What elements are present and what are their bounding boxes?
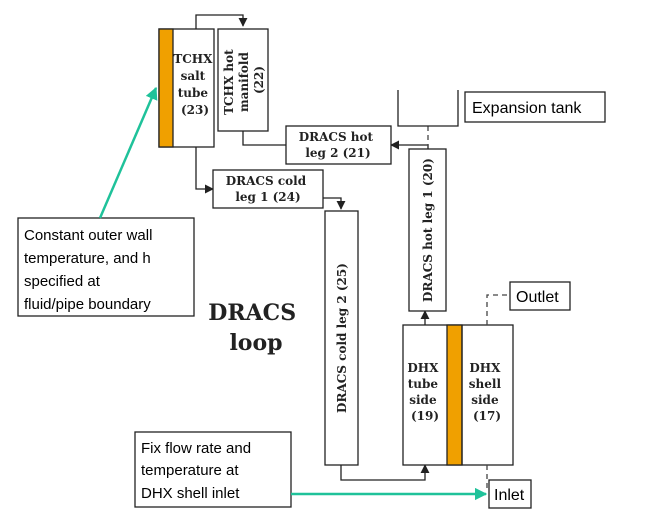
- dracs-cold-leg-1-label: DRACS cold leg 1 (24): [226, 174, 311, 204]
- dracs-cold-leg-2-box[interactable]: [324, 210, 359, 466]
- dracs-cold-leg-2-label: DRACS cold leg 2 (25): [335, 263, 349, 413]
- dhx-tube-wall: [446, 324, 463, 466]
- wall-bc-callout-box: [17, 217, 195, 317]
- dracs-cold-leg-1-line-1: DRACS cold: [226, 174, 307, 188]
- flow-bc-line-1: Fix flow rate and: [141, 440, 251, 457]
- dracs-hot-leg-1-label: DRACS hot leg 1 (20): [421, 158, 435, 302]
- dhx-shell-side-line-2: shell: [469, 377, 502, 391]
- tchx-salt-tube-wall: [158, 28, 174, 148]
- salt-tube-to-cold-leg-1-line: [195, 147, 214, 194]
- inlet-label: Inlet: [494, 487, 525, 504]
- tchx-hot-manifold-label: TCHX hot manifold (22): [222, 45, 266, 115]
- dhx-tube-side-line-1: DHX: [407, 361, 439, 375]
- dhx-shell-side-label: DHX shell side (17): [469, 361, 505, 423]
- dracs-hot-leg-2-line-2: leg 2 (21): [305, 146, 370, 160]
- wall-bc-line-3: specified at: [24, 273, 101, 290]
- inlet-label-box: [488, 479, 532, 509]
- tchx-top-connector: [195, 14, 248, 29]
- loop-connectors: [195, 14, 430, 481]
- tchx-hot-manifold-line-3: (22): [252, 66, 266, 94]
- tchx-hot-manifold-line-1: TCHX hot: [222, 49, 236, 115]
- tchx-salt-tube-line-3: tube: [178, 86, 209, 100]
- flow-bc-line-3: DHX shell inlet: [141, 485, 240, 502]
- loop-title-line-1: DRACS: [208, 300, 296, 326]
- tchx-salt-tube-line-2: salt: [181, 69, 206, 83]
- wall-bc-callout-text: Constant outer wall temperature, and h s…: [24, 227, 157, 313]
- dhx-tube-side-line-2: tube: [408, 377, 439, 391]
- expansion-tank-vessel: [397, 90, 459, 127]
- dracs-hot-leg-2-box[interactable]: [285, 125, 392, 165]
- cold-leg-2-to-dhx-line: [340, 464, 430, 481]
- expansion-tank-label: Expansion tank: [472, 100, 582, 117]
- dhx-shell-side-line-3: side: [471, 393, 499, 407]
- tchx-hot-manifold-line-2: manifold: [237, 52, 251, 112]
- tchx-salt-tube-label: TCHX salt tube (23): [173, 52, 216, 117]
- wall-bc-arrow: [98, 86, 158, 219]
- dracs-hot-leg-2-line-1: DRACS hot: [299, 130, 374, 144]
- outlet-label: Outlet: [516, 289, 559, 306]
- dracs-cold-leg-1-box[interactable]: [212, 169, 324, 209]
- loop-title: DRACS loop: [208, 300, 304, 356]
- dhx-tube-side-label: DHX tube side (19): [407, 361, 442, 423]
- dhx-shell-side-line-4: (17): [473, 409, 501, 423]
- wall-bc-line-1: Constant outer wall: [24, 227, 152, 244]
- dracs-hot-leg-2-label: DRACS hot leg 2 (21): [299, 130, 378, 160]
- tchx-salt-tube-line-4: (23): [181, 103, 209, 117]
- cold-leg-1-to-cold-leg-2-line: [323, 197, 346, 210]
- dracs-cold-leg-1-line-2: leg 1 (24): [235, 190, 300, 204]
- dhx-tube-side-line-3: side: [409, 393, 437, 407]
- tchx-salt-tube-line-1: TCHX: [173, 52, 213, 66]
- flow-bc-callout-box: [134, 431, 292, 508]
- dhx-tube-side-line-4: (19): [411, 409, 439, 423]
- wall-bc-line-2: temperature, and h: [24, 250, 151, 267]
- loop-title-line-2: loop: [229, 330, 282, 356]
- outlet-label-box: [509, 281, 571, 311]
- expansion-tank-label-box: [464, 91, 606, 123]
- dhx-outlet-line: [486, 294, 509, 325]
- flow-bc-callout-text: Fix flow rate and temperature at DHX she…: [141, 440, 255, 502]
- manifold-to-hot-leg-2-line: [242, 131, 286, 146]
- dracs-hot-leg-1-box[interactable]: [408, 148, 447, 312]
- wall-bc-line-4: fluid/pipe boundary: [24, 296, 151, 313]
- dhx-shell-side-line-1: DHX: [469, 361, 501, 375]
- tchx-hot-manifold-box[interactable]: [217, 28, 269, 132]
- flow-bc-line-2: temperature at: [141, 462, 239, 479]
